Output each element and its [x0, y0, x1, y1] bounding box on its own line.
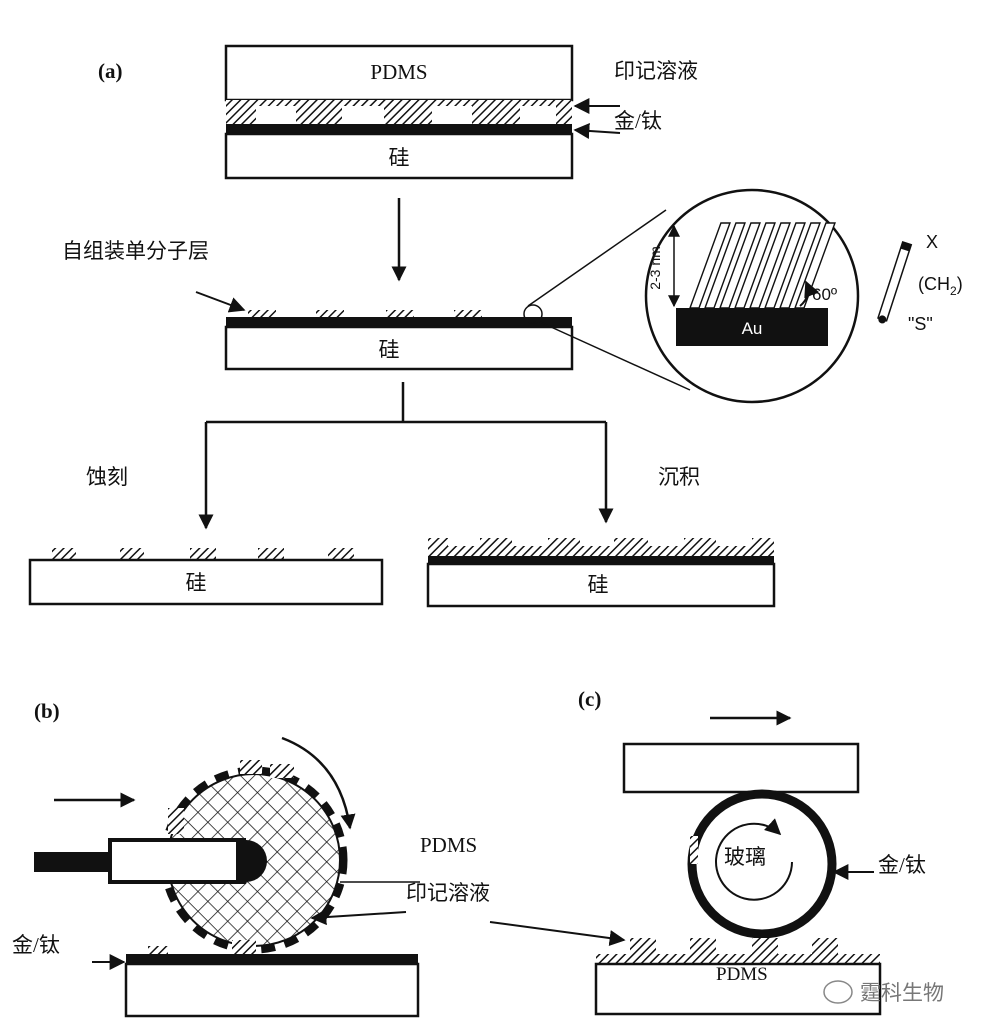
- substrate-label-3: 硅: [186, 571, 207, 595]
- sam-label: 自组装单分子层: [62, 239, 209, 263]
- silicon-substrate: [224, 132, 574, 180]
- height-label: 2-3 nm: [647, 246, 663, 290]
- sam-features: [248, 310, 482, 317]
- deposit-label: 沉积: [658, 465, 700, 489]
- ink-solution-label: 印记溶液: [614, 59, 698, 83]
- panel-a: (a) PDMS 硅 印记溶液 金/钛 自组装单分子层: [28, 44, 963, 608]
- stamp-ink-features: [226, 100, 572, 124]
- deposited-result: 硅: [426, 538, 776, 608]
- substrate-label: 硅: [389, 146, 410, 170]
- gold-layer-b: [126, 954, 418, 964]
- panel-a-label: (a): [98, 59, 123, 83]
- au-label: Au: [742, 319, 763, 338]
- panel-c-label: (c): [578, 687, 601, 711]
- panel-c: (c) 玻璃 金/钛 PDMS: [489, 687, 926, 1016]
- x-label: X: [926, 232, 938, 252]
- gold-label-c: 金/钛: [878, 853, 926, 877]
- etch-label: 蚀刻: [86, 465, 128, 489]
- ch2-label: (CH2): [918, 274, 963, 298]
- gold-ti-label: 金/钛: [614, 109, 662, 133]
- pdms-label-c: PDMS: [716, 964, 768, 985]
- watermark-text: 霆科生物: [860, 981, 944, 1005]
- panel-b-label: (b): [34, 699, 60, 723]
- panel-b: (b) PDMS 印记溶液 金/钛: [12, 699, 490, 1018]
- gold-label-b: 金/钛: [12, 933, 60, 957]
- top-plate: [622, 742, 860, 794]
- pdms-stamp-label: PDMS: [370, 60, 427, 84]
- substrate-b: [124, 962, 420, 1018]
- substrate-label-4: 硅: [588, 573, 609, 597]
- angle-label: 60º: [812, 285, 837, 304]
- etched-result: 硅: [28, 548, 384, 606]
- ink-label-b: 印记溶液: [406, 881, 490, 905]
- molecule-legend: X (CH2) "S": [877, 232, 963, 334]
- wechat-icon: [823, 980, 853, 1004]
- s-label: "S": [908, 314, 933, 334]
- molecule-chains: Au 2-3 nm 60º: [647, 222, 837, 346]
- watermark: 霆科生物: [823, 980, 944, 1005]
- glass-label: 玻璃: [724, 845, 766, 869]
- substrate-label-2: 硅: [379, 338, 400, 362]
- silicon-substrate-2: [224, 325, 574, 371]
- pdms-stamp-c: [594, 962, 882, 1016]
- pdms-stamp: [224, 44, 574, 102]
- pdms-label-b: PDMS: [420, 833, 477, 857]
- gold-layer: [226, 124, 572, 134]
